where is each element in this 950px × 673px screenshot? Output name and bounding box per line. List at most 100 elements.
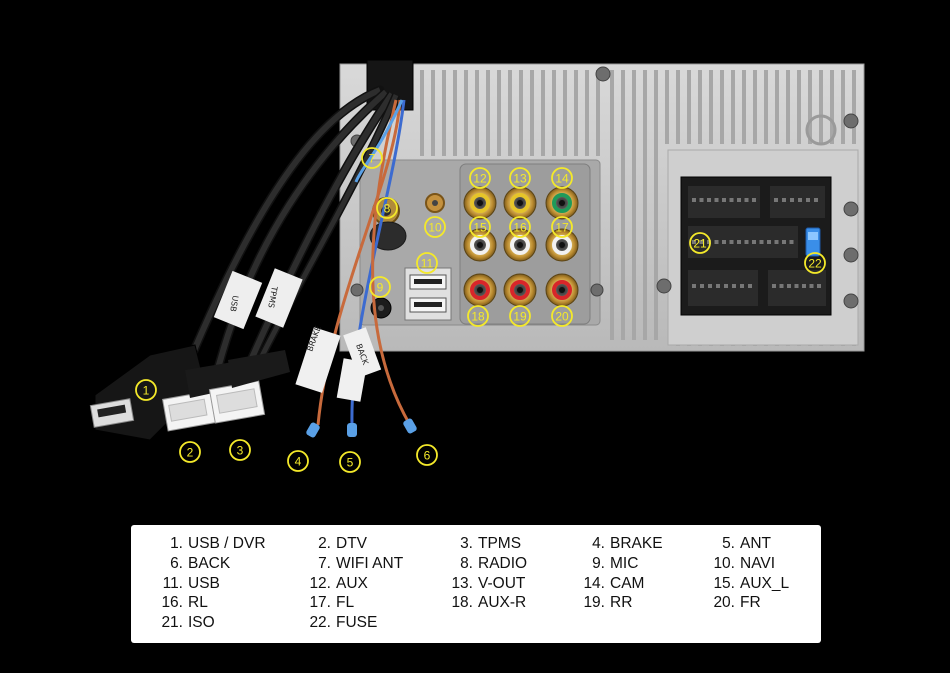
legend-label: MIC <box>610 554 639 572</box>
legend-label: ISO <box>188 614 215 632</box>
legend-label: FR <box>740 594 761 612</box>
callout-18: 18 <box>467 305 489 327</box>
legend-number: 20. <box>713 594 735 612</box>
legend-item: 2.DTV <box>291 535 367 553</box>
callout-ring <box>509 167 531 189</box>
legend-item: 15.AUX_L <box>691 575 789 593</box>
callout-15: 15 <box>469 216 491 238</box>
fin <box>519 70 523 156</box>
legend-item: 13.V-OUT <box>429 575 525 593</box>
callout-ring <box>416 444 438 466</box>
iso-pin <box>752 240 756 244</box>
legend-label: AUX-R <box>478 594 527 612</box>
iso-pin <box>817 284 821 288</box>
legend-item: 22.FUSE <box>291 614 377 632</box>
callout-21: 21 <box>689 232 711 254</box>
fin <box>775 70 779 144</box>
iso-pin <box>692 284 696 288</box>
legend-item: 7. WIFI ANT <box>291 555 403 573</box>
fin <box>552 70 556 156</box>
fin <box>709 70 713 144</box>
iso-pin <box>699 240 704 244</box>
cable-label-usb: USB <box>228 295 240 313</box>
fin <box>764 70 768 144</box>
iso-pins <box>692 198 821 288</box>
iso-pin <box>809 284 814 288</box>
callout-number: 8 <box>384 202 391 216</box>
fin <box>442 70 446 156</box>
legend-item: 9.MIC <box>561 555 638 573</box>
rca-jacks <box>463 186 579 307</box>
iso-pin <box>789 240 794 244</box>
rca-jack-ring <box>552 193 572 213</box>
callout-ring <box>509 305 531 327</box>
callout-ring <box>369 276 391 298</box>
callout-ring <box>551 216 573 238</box>
legend-item: 19.RR <box>561 594 632 612</box>
fin <box>585 70 589 156</box>
rca-jack-hole <box>517 200 523 206</box>
tpms-plug <box>208 350 290 424</box>
callout-number: 3 <box>237 444 244 458</box>
rca-jack-ring <box>510 280 530 300</box>
iso-pin <box>774 198 778 202</box>
legend-label: WIFI ANT <box>336 554 404 572</box>
legend-label: RADIO <box>478 554 528 572</box>
legend-item: 21.ISO <box>143 614 215 632</box>
fin <box>753 70 757 144</box>
legend-item: 20. FR <box>691 594 761 612</box>
fin <box>497 70 501 156</box>
fin <box>453 70 457 156</box>
callout-ring <box>551 305 573 327</box>
fin <box>720 70 724 144</box>
legend-number: 17. <box>309 594 331 612</box>
legend-number: 15. <box>713 574 735 592</box>
callout-6: 6 <box>416 444 438 466</box>
rca-jack-ring <box>552 280 572 300</box>
iso-pin <box>779 284 784 288</box>
legend-item: 10. NAVI <box>691 555 775 573</box>
fin <box>852 70 856 144</box>
legend-label: BACK <box>188 554 231 572</box>
rca-jack-hole <box>559 242 565 248</box>
legend-label: FL <box>336 594 355 612</box>
fin <box>731 70 735 144</box>
callout-9: 9 <box>369 276 391 298</box>
legend-number: 13. <box>451 574 473 592</box>
fin <box>530 70 534 156</box>
iso-pin <box>716 284 720 288</box>
callout-number: 18 <box>471 310 485 324</box>
iso-pin <box>707 198 711 202</box>
fin <box>654 70 658 340</box>
callout-ring <box>135 379 157 401</box>
rca-jack-hole <box>517 287 523 293</box>
iso-pin <box>692 240 696 244</box>
fin <box>808 70 812 144</box>
legend-number: 19. <box>583 594 605 612</box>
legend-label: TPMS <box>478 535 522 552</box>
legend-number: 2. <box>318 535 331 552</box>
legend-number: 10. <box>713 554 735 572</box>
legend-number: 6. <box>170 554 183 572</box>
iso-pin <box>787 284 791 288</box>
callout-ring <box>416 252 438 274</box>
iso-pin <box>737 198 741 202</box>
fin <box>786 70 790 144</box>
iso-pin <box>806 198 810 202</box>
callout-ring <box>287 450 309 472</box>
rca-jack-hole <box>517 242 523 248</box>
legend-number: 7. <box>318 554 331 572</box>
cable-label-tpms: TPMS <box>266 285 279 309</box>
iso-pin <box>732 284 736 288</box>
fin <box>563 70 567 156</box>
callout-number: 9 <box>377 281 384 295</box>
iso-pin <box>714 198 719 202</box>
legend-label: NAVI <box>740 554 776 572</box>
callout-ring <box>339 451 361 473</box>
legend-item: 16.RL <box>143 594 207 612</box>
callout-7: 7 <box>361 147 383 169</box>
legend-label: CAM <box>610 574 645 592</box>
fin <box>621 70 625 340</box>
